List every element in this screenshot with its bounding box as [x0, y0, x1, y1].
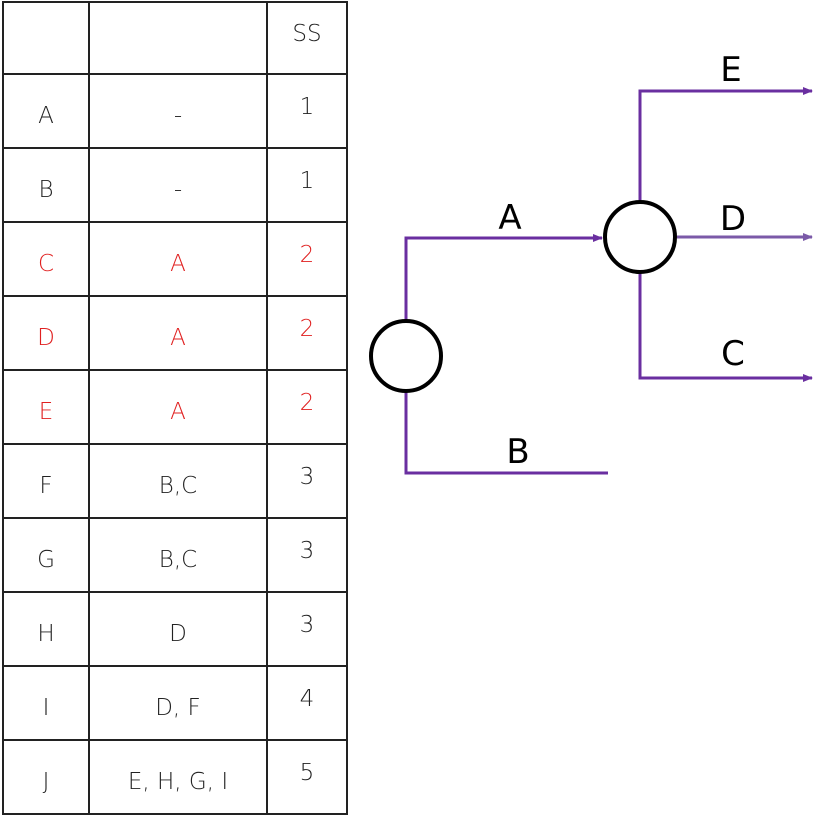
ss-cell: 1 — [266, 147, 348, 223]
predecessor-cell: A — [88, 221, 268, 297]
edge-label-e: E — [720, 50, 741, 90]
ss-cell: 3 — [266, 517, 348, 593]
header-cell-ss: SS — [266, 1, 348, 75]
predecessor-cell: E, H, G, I — [88, 739, 268, 815]
activity-cell: J — [2, 739, 90, 815]
table-header-row: SS — [2, 1, 348, 75]
table-row-highlighted: D A 2 — [2, 295, 348, 371]
predecessor-cell: B,C — [88, 517, 268, 593]
activity-cell: C — [2, 221, 90, 297]
activity-cell: H — [2, 591, 90, 667]
activity-cell: E — [2, 369, 90, 445]
predecessor-cell: - — [88, 73, 268, 149]
table-row-highlighted: C A 2 — [2, 221, 348, 297]
predecessor-cell: D — [88, 591, 268, 667]
activity-network-figure: SS A - 1 B - 1 C A 2 D — [2, 1, 813, 815]
activity-cell: B — [2, 147, 90, 223]
activity-cell: G — [2, 517, 90, 593]
table-row: B - 1 — [2, 147, 348, 223]
table-row: G B,C 3 — [2, 517, 348, 593]
table-row: J E, H, G, I 5 — [2, 739, 348, 815]
start-node — [369, 319, 443, 393]
ss-cell: 3 — [266, 591, 348, 667]
ss-cell: 5 — [266, 739, 348, 815]
edge-e — [638, 87, 813, 200]
ss-cell: 2 — [266, 295, 348, 371]
edge-label-b: B — [506, 432, 529, 472]
ss-cell: 1 — [266, 73, 348, 149]
edge-a — [404, 234, 603, 320]
predecessor-cell: A — [88, 369, 268, 445]
edge-label-d: D — [720, 199, 746, 239]
predecessor-cell: B,C — [88, 443, 268, 519]
event-node — [603, 200, 677, 274]
edge-b — [404, 392, 608, 475]
table-row: H D 3 — [2, 591, 348, 667]
edge-label-c: C — [721, 334, 745, 374]
activity-cell: A — [2, 73, 90, 149]
ss-cell: 2 — [266, 221, 348, 297]
table-row-highlighted: E A 2 — [2, 369, 348, 445]
header-cell-activity — [2, 1, 90, 75]
predecessor-cell: A — [88, 295, 268, 371]
network-diagram: A B E D C — [369, 50, 813, 475]
table-row: F B,C 3 — [2, 443, 348, 519]
edge-label-a: A — [498, 198, 521, 238]
edge-c — [638, 273, 813, 382]
activity-cell: F — [2, 443, 90, 519]
activity-cell: D — [2, 295, 90, 371]
table-row: A - 1 — [2, 73, 348, 149]
header-cell-predecessors — [88, 1, 268, 75]
ss-cell: 2 — [266, 369, 348, 445]
ss-cell: 3 — [266, 443, 348, 519]
predecessor-cell: - — [88, 147, 268, 223]
